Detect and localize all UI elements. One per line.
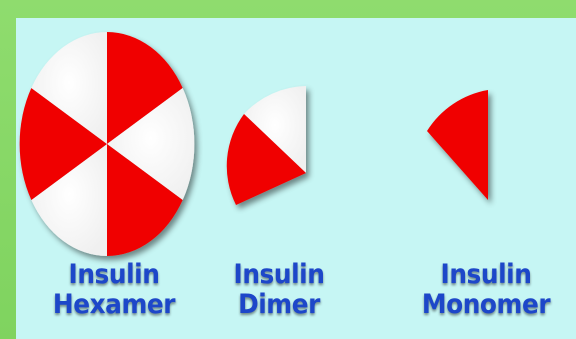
label-hexamer: Insulin Hexamer [40,260,187,320]
label-dimer-line1: Insulin [210,260,348,290]
label-monomer-line1: Insulin [408,260,564,290]
label-hexamer-line1: Insulin [40,260,187,290]
diagram-panel: Insulin Hexamer Insulin Dimer Insulin Mo… [16,18,576,339]
label-dimer-line2: Dimer [210,290,348,320]
label-dimer: Insulin Dimer [210,260,348,320]
label-monomer: Insulin Monomer [408,260,564,320]
label-monomer-line2: Monomer [408,290,564,320]
monomer-shape [427,90,488,200]
dimer-shape [227,86,306,205]
hexamer-shape [20,32,195,256]
monomer-wedge-red [427,90,488,200]
label-hexamer-line2: Hexamer [40,290,187,320]
